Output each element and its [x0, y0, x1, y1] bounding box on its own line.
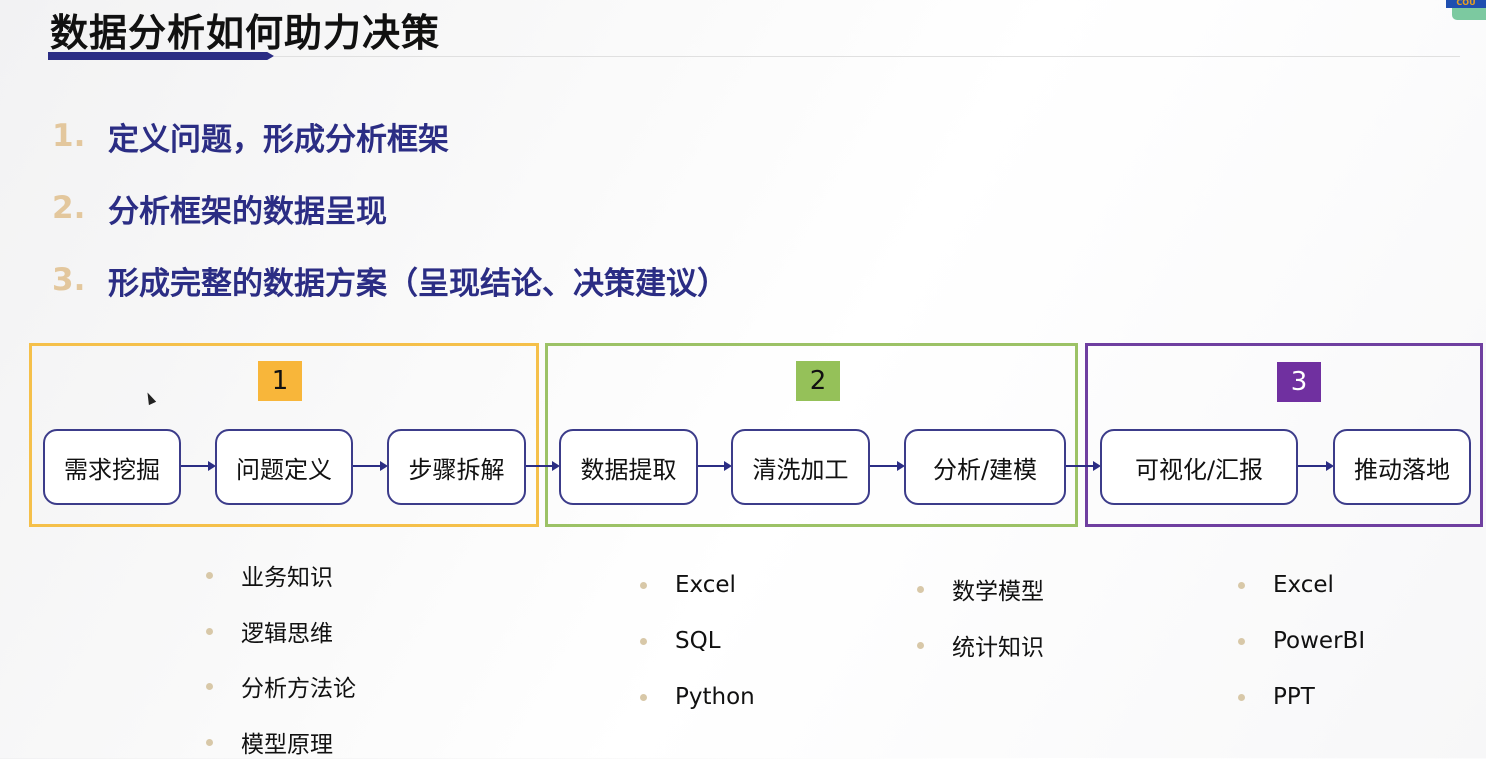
step-box: 需求挖掘	[43, 429, 181, 505]
step-box: 步骤拆解	[387, 429, 526, 505]
bullet-icon	[206, 682, 213, 690]
skill-item: SQL	[640, 628, 721, 654]
arrow-icon	[1066, 461, 1101, 471]
point-text: 分析框架的数据呈现	[108, 193, 387, 230]
phase-badge-3: 3	[1277, 362, 1321, 402]
key-point: 2. 分析框架的数据呈现	[52, 172, 728, 244]
skill-label: 模型原理	[241, 732, 333, 758]
arrow-icon	[526, 461, 560, 471]
arrow-icon	[870, 461, 905, 471]
arrow-icon	[181, 461, 216, 471]
key-points-list: 1. 定义问题，形成分析框架 2. 分析框架的数据呈现 3. 形成完整的数据方案…	[52, 100, 728, 316]
skill-label: Excel	[675, 572, 736, 598]
skill-item: 数学模型	[917, 572, 1044, 606]
skill-item: 业务知识	[206, 558, 333, 592]
skill-item: 逻辑思维	[206, 614, 333, 648]
arrow-icon	[698, 461, 732, 471]
arrow-icon	[1298, 461, 1334, 471]
bullet-icon	[640, 581, 647, 589]
phase-group-3	[1085, 343, 1483, 527]
step-box: 分析/建模	[904, 429, 1066, 505]
point-number: 3.	[52, 262, 86, 298]
phase-group-1	[29, 343, 539, 527]
phase-badge-2: 2	[796, 361, 840, 401]
skill-label: 业务知识	[241, 565, 333, 591]
skill-item: 模型原理	[206, 725, 333, 759]
bullet-icon	[206, 571, 213, 579]
phase-badge-1: 1	[258, 361, 302, 401]
corner-tab	[1452, 8, 1486, 20]
arrow-icon	[353, 461, 388, 471]
bullet-icon	[1238, 637, 1245, 645]
bullet-icon	[1238, 693, 1245, 701]
skill-label: PPT	[1273, 684, 1315, 710]
point-number: 1.	[52, 118, 86, 154]
title-underline	[48, 52, 274, 60]
skill-item: 分析方法论	[206, 669, 356, 703]
skill-label: 分析方法论	[241, 676, 356, 702]
skill-label: Excel	[1273, 572, 1334, 598]
skill-label: 数学模型	[952, 579, 1044, 605]
phase-group-2	[545, 343, 1078, 527]
step-box: 推动落地	[1333, 429, 1471, 505]
skill-label: 统计知识	[952, 635, 1044, 661]
bullet-icon	[1238, 581, 1245, 589]
title-divider	[274, 56, 1460, 57]
skill-label: 逻辑思维	[241, 621, 333, 647]
step-box: 数据提取	[559, 429, 698, 505]
corner-logo: COU	[1446, 0, 1486, 8]
skill-item: Python	[640, 684, 755, 710]
page-title: 数据分析如何助力决策	[50, 11, 441, 55]
bullet-icon	[917, 585, 924, 593]
step-box: 清洗加工	[731, 429, 870, 505]
skill-item: PPT	[1238, 684, 1315, 710]
point-text: 定义问题，形成分析框架	[108, 121, 449, 158]
bullet-icon	[917, 641, 924, 649]
key-point: 1. 定义问题，形成分析框架	[52, 100, 728, 172]
step-box: 问题定义	[215, 429, 353, 505]
bullet-icon	[640, 637, 647, 645]
skill-item: PowerBI	[1238, 628, 1365, 654]
skill-item: Excel	[1238, 572, 1334, 598]
key-point: 3. 形成完整的数据方案（呈现结论、决策建议）	[52, 244, 728, 316]
skill-item: Excel	[640, 572, 736, 598]
skill-item: 统计知识	[917, 628, 1044, 662]
point-number: 2.	[52, 190, 86, 226]
point-text: 形成完整的数据方案（呈现结论、决策建议）	[108, 265, 728, 302]
bullet-icon	[206, 738, 213, 746]
skill-label: Python	[675, 684, 755, 710]
skill-label: PowerBI	[1273, 628, 1366, 654]
bullet-icon	[640, 693, 647, 701]
skill-label: SQL	[675, 628, 721, 654]
bullet-icon	[206, 627, 213, 635]
step-box: 可视化/汇报	[1100, 429, 1298, 505]
